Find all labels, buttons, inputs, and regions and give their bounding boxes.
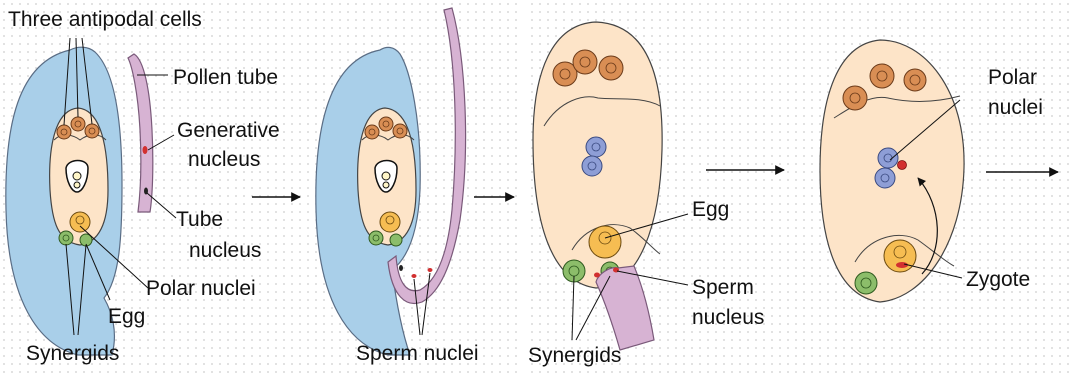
label-egg: Egg xyxy=(692,198,729,221)
label-polar: Polar xyxy=(988,66,1037,89)
sperm-fusing-polar xyxy=(898,161,907,170)
panel-2-pointers xyxy=(414,273,430,335)
sperm-nucleus xyxy=(613,268,619,273)
label-pollen-tube: Pollen tube xyxy=(173,66,278,89)
label-generative: Generative xyxy=(177,119,280,142)
pollen-tube xyxy=(128,54,153,212)
panel-embryo-sac-fertilization xyxy=(533,22,662,350)
sperm-nucleus xyxy=(412,274,417,278)
label-synergids: Synergids xyxy=(528,344,621,367)
label-polar-nuclei: Polar nuclei xyxy=(146,277,256,300)
tube-nucleus xyxy=(399,265,403,271)
label-tube: Tube xyxy=(176,208,223,231)
egg-cell xyxy=(589,226,621,258)
label-sperm: Sperm xyxy=(692,276,754,299)
panel-4-labels: Polar nuclei Zygote xyxy=(966,66,1043,291)
label-three-antipodal-cells: Three antipodal cells xyxy=(8,8,202,31)
label-polar-nuclei: nuclei xyxy=(988,96,1043,119)
sperm-nucleus xyxy=(594,273,600,278)
label-egg: Egg xyxy=(108,305,145,328)
panel-zygote-formation xyxy=(820,40,964,302)
label-tube-nucleus: nucleus xyxy=(189,239,261,262)
panel-ovule-tube-arrival xyxy=(316,8,466,355)
label-sperm-nucleus: nucleus xyxy=(692,306,764,329)
pollen-tube xyxy=(596,266,654,350)
sperm-nucleus xyxy=(428,268,433,272)
synergid xyxy=(855,272,877,294)
label-sperm-nuclei: Sperm nuclei xyxy=(356,342,479,365)
label-zygote: Zygote xyxy=(966,268,1030,291)
label-generative-nucleus: nucleus xyxy=(188,148,260,171)
panel-separator xyxy=(520,0,526,373)
label-synergids: Synergids xyxy=(26,342,119,365)
generative-nucleus xyxy=(143,146,148,154)
